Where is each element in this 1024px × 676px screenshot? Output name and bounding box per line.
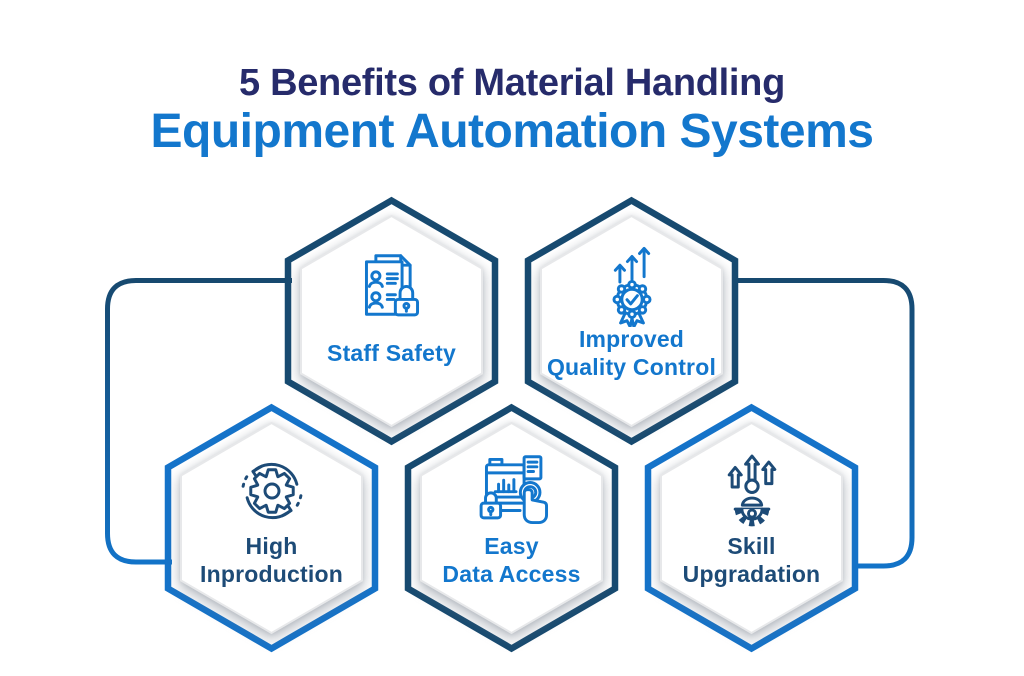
hexagon-outline: [524, 196, 739, 446]
benefit-hexagon-easy-data-access: Easy Data Access: [404, 403, 619, 653]
benefit-label-skill-upgradation: Skill Upgradation: [644, 532, 859, 588]
document-lock-icon: [349, 241, 435, 327]
hexagon-frame: [164, 403, 379, 653]
label-line: High: [245, 532, 298, 559]
label-line: Easy: [484, 532, 539, 559]
benefit-label-staff-safety: Staff Safety: [284, 325, 499, 381]
label-line: Staff Safety: [327, 339, 456, 366]
hexagon-inner-panel: [300, 214, 483, 428]
label-line: Quality Control: [546, 354, 717, 380]
hexagon-inner-panel: [180, 421, 363, 635]
award-arrows-icon: [589, 241, 675, 327]
right-connector-line: [732, 278, 915, 569]
benefit-label-high-inproduction: High Inproduction: [164, 532, 379, 588]
benefit-hexagon-improved-quality-control: Improved Quality Control: [524, 196, 739, 446]
benefit-hexagon-staff-safety: Staff Safety: [284, 196, 499, 446]
hexagon-outline: [164, 403, 379, 653]
gear-sync-icon: [229, 448, 315, 534]
label-line: Data Access: [442, 561, 581, 587]
page-title-line-1: 5 Benefits of Material Handling: [238, 62, 785, 104]
label-line: Upgradation: [682, 561, 821, 587]
benefit-label-improved-quality-control: Improved Quality Control: [524, 325, 739, 381]
hexagon-inner-panel: [660, 421, 843, 635]
hexagon-outline: [284, 196, 499, 446]
page-title-line-2: Equipment Automation Systems: [150, 105, 874, 158]
label-line: Skill: [727, 532, 776, 559]
label-line: Inproduction: [200, 561, 343, 587]
left-connector-line: [105, 278, 292, 565]
benefit-label-easy-data-access: Easy Data Access: [404, 532, 619, 588]
hexagon-frame: [284, 196, 499, 446]
benefit-hexagon-skill-upgradation: Skill Upgradation: [644, 403, 859, 653]
hexagon-outline: [404, 403, 619, 653]
hexagon-inner-panel: [420, 421, 603, 635]
hexagon-outline: [644, 403, 859, 653]
person-gear-growth-icon: [709, 448, 795, 534]
data-click-lock-icon: [469, 448, 555, 534]
hexagon-frame: [404, 403, 619, 653]
label-line: Improved: [578, 325, 685, 352]
hexagon-frame: [644, 403, 859, 653]
benefit-hexagon-high-inproduction: High Inproduction: [164, 403, 379, 653]
